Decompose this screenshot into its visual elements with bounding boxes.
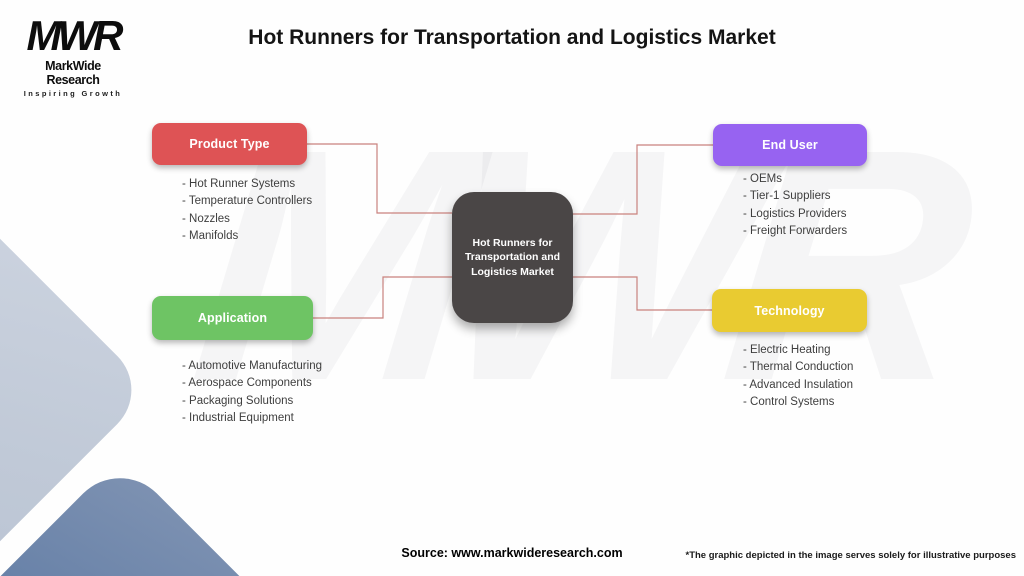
connector-product-type <box>307 143 452 214</box>
list-item: - Nozzles <box>182 212 230 225</box>
list-item: - Manifolds <box>182 230 239 243</box>
list-item: - Advanced Insulation <box>743 378 853 391</box>
source-text: Source: www.markwideresearch.com <box>401 546 623 560</box>
list-item: - Industrial Equipment <box>182 412 294 425</box>
logo-mwr-monogram: MWR <box>26 12 124 59</box>
list-item: - Electric Heating <box>743 344 831 356</box>
category-list-technology: - Electric Heating - Thermal Conduction … <box>743 342 853 412</box>
list-item: - Packaging Solutions <box>182 394 294 407</box>
category-label-application: Application <box>197 311 268 325</box>
category-label-end-user: End User <box>762 138 818 152</box>
list-item: - Temperature Controllers <box>182 195 313 208</box>
list-item: - Automotive Manufacturing <box>182 360 322 372</box>
category-list-application: - Automotive Manufacturing - Aerospace C… <box>182 358 322 428</box>
center-node-line: Logistics Market <box>471 265 554 278</box>
center-node: Hot Runners for Transportation and Logis… <box>452 192 573 323</box>
disclaimer-text: *The graphic depicted in the image serve… <box>685 550 1017 561</box>
connector-end-user <box>573 144 713 215</box>
connector-application <box>313 276 452 319</box>
list-item: - Control Systems <box>743 396 835 409</box>
list-item: - OEMs <box>743 173 782 185</box>
list-item: - Freight Forwarders <box>743 225 848 238</box>
center-node-line: Hot Runners for <box>472 236 553 249</box>
category-box-application: Application <box>152 296 313 340</box>
list-item: - Tier-1 Suppliers <box>743 190 831 203</box>
page-title: Hot Runners for Transportation and Logis… <box>248 26 776 49</box>
logo-company-name: MarkWide Research <box>45 59 101 87</box>
logo-tagline: Inspiring Growth <box>23 89 123 98</box>
list-item: - Aerospace Components <box>182 377 312 390</box>
list-item: - Thermal Conduction <box>743 361 854 374</box>
category-box-product-type: Product Type <box>152 123 307 165</box>
category-list-product-type: - Hot Runner Systems - Temperature Contr… <box>182 176 312 246</box>
category-list-end-user: - OEMs - Tier-1 Suppliers - Logistics Pr… <box>743 171 847 241</box>
category-label-technology: Technology <box>754 303 825 318</box>
list-item: - Hot Runner Systems <box>182 178 296 190</box>
markwide-logo: MWR MarkWide Research Inspiring Growth <box>20 12 126 99</box>
category-label-product-type: Product Type <box>189 137 270 151</box>
category-box-end-user: End User <box>713 124 867 166</box>
category-box-technology: Technology <box>712 289 867 332</box>
list-item: - Logistics Providers <box>743 207 847 220</box>
center-node-line: Transportation and <box>464 251 561 264</box>
connector-technology <box>573 276 712 311</box>
